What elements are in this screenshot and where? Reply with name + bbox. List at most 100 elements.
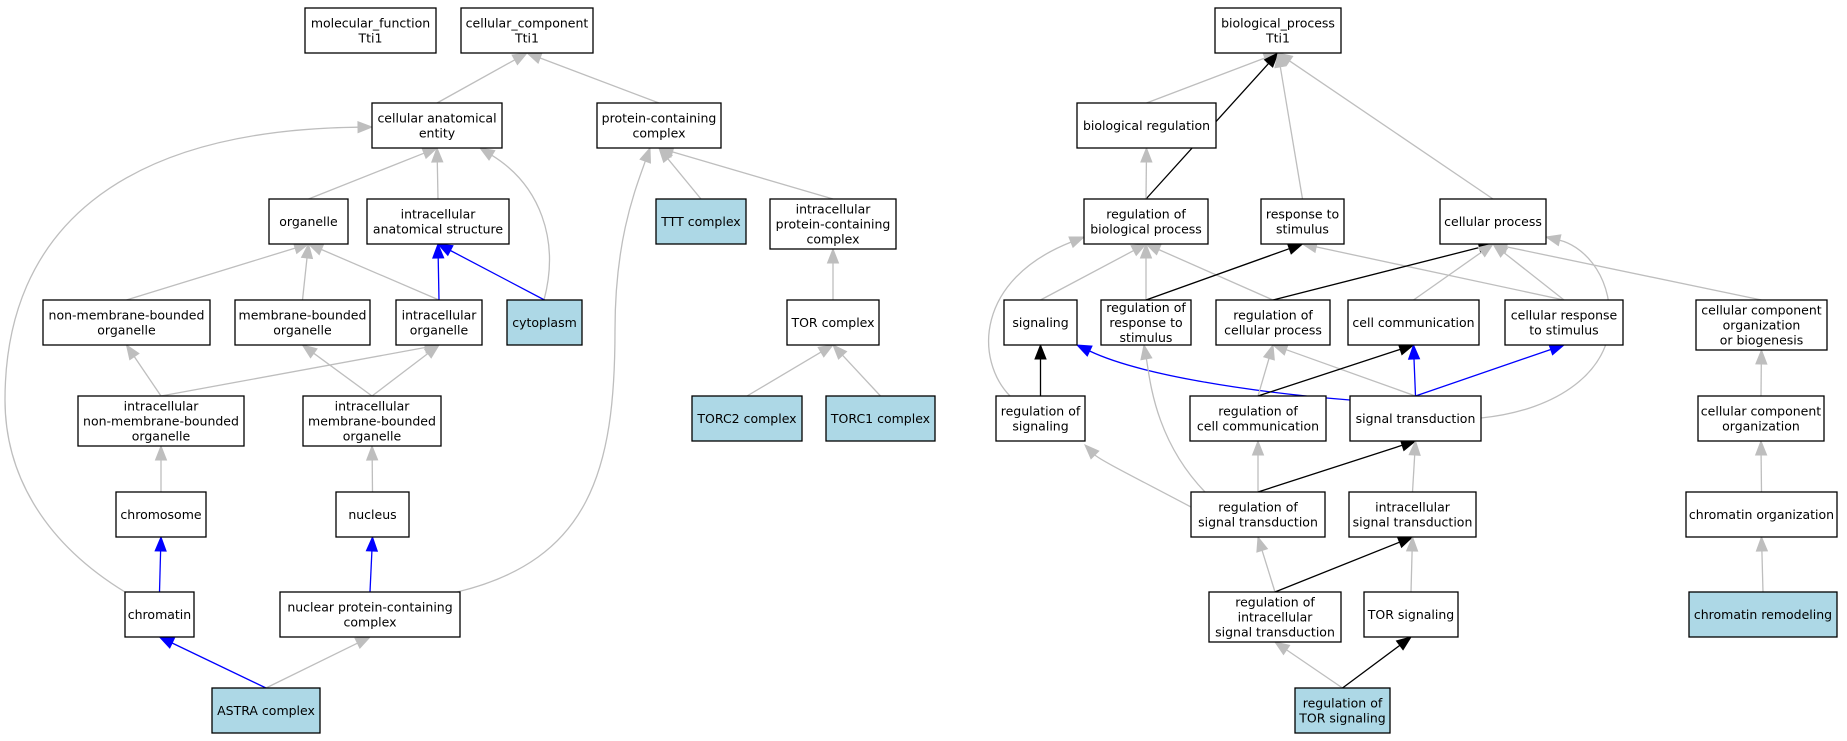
node-box bbox=[77, 395, 245, 447]
edge-arrowhead bbox=[365, 444, 379, 461]
edge-arrowhead bbox=[432, 242, 445, 259]
edge-intra_nonmem-to-nonmem_org bbox=[125, 343, 162, 397]
node-label-line: organelle bbox=[273, 323, 332, 338]
edge-astra-to-chromatin bbox=[158, 636, 267, 689]
node-box bbox=[1208, 591, 1342, 643]
edge-arrowhead bbox=[158, 636, 176, 649]
edge-sig_trans-to-cell_comm bbox=[1407, 343, 1421, 397]
node-box bbox=[1688, 591, 1838, 638]
node-label-line: response to bbox=[1109, 315, 1182, 330]
edge-cc_org-to-cc_org_bio bbox=[1755, 348, 1768, 397]
edge-line bbox=[436, 59, 516, 104]
node-box bbox=[304, 7, 437, 54]
node-label-line: nucleus bbox=[348, 507, 396, 522]
edge-arrowhead bbox=[1477, 243, 1495, 258]
edge-chrom_org-to-cc_org bbox=[1754, 439, 1768, 493]
node-label-line: intracellular bbox=[1375, 500, 1451, 515]
edge-line bbox=[313, 352, 373, 397]
node-box bbox=[1685, 491, 1838, 538]
node-label-line: signal transduction bbox=[1215, 625, 1335, 640]
node-bio-reg: biological regulation bbox=[1076, 102, 1217, 149]
edge-line bbox=[437, 257, 440, 301]
edge-reg_sig_trans-to-reg_sig bbox=[1084, 444, 1192, 508]
edge-chromatin-to-chromosome bbox=[154, 535, 167, 593]
edge-reg_intra_sig-to-intra_sig bbox=[1274, 536, 1414, 593]
edge-arrowhead bbox=[1286, 243, 1304, 255]
node-label-line: organization bbox=[1722, 419, 1800, 434]
edge-reg_tor-to-reg_intra_sig bbox=[1273, 641, 1343, 689]
node-label-line: regulation of bbox=[1106, 300, 1186, 315]
node-label-line: TORC1 complex bbox=[830, 411, 930, 426]
edge-reg_cell_proc-to-cell_proc bbox=[1272, 241, 1495, 301]
edge-layer bbox=[4, 51, 1769, 689]
node-label-line: regulation of bbox=[1235, 595, 1315, 610]
node-label-line: to stimulus bbox=[1529, 323, 1598, 338]
edge-arrowhead bbox=[1140, 343, 1153, 361]
edge-arrowhead bbox=[1548, 343, 1566, 356]
node-label-line: Tti1 bbox=[358, 31, 383, 46]
edge-line bbox=[1257, 444, 1403, 493]
node-chrom-remod: chromatin remodeling bbox=[1688, 591, 1838, 638]
node-box bbox=[460, 7, 594, 54]
edge-arrowhead bbox=[525, 52, 543, 64]
node-box bbox=[1439, 198, 1547, 245]
edge-nucleus-to-intra_mem bbox=[365, 444, 379, 493]
edge-line bbox=[456, 160, 646, 593]
edge-arrowhead bbox=[832, 343, 848, 360]
edge-arrowhead bbox=[125, 343, 140, 361]
edge-arrowhead bbox=[1034, 343, 1047, 360]
node-label-line: Tti1 bbox=[514, 31, 539, 46]
node-box bbox=[1215, 299, 1331, 346]
edge-chrom_remod-to-chrom_org bbox=[1755, 535, 1769, 593]
node-box bbox=[655, 198, 747, 245]
node-label-line: intracellular bbox=[124, 399, 200, 414]
node-label-line: TORC2 complex bbox=[696, 411, 796, 426]
node-box bbox=[1100, 299, 1192, 346]
edge-line bbox=[371, 352, 429, 397]
edge-line bbox=[171, 642, 267, 689]
node-box bbox=[1349, 395, 1482, 442]
edge-arrowhead bbox=[1408, 439, 1421, 456]
edge-arrowhead bbox=[357, 120, 374, 134]
node-label-line: regulation of bbox=[1106, 207, 1186, 222]
edge-line bbox=[1506, 246, 1762, 301]
edge-tor_complex-to-intra_prot bbox=[826, 247, 840, 300]
node-label-line: nuclear protein-containing bbox=[287, 600, 452, 615]
edge-torc2-to-tor_complex bbox=[746, 344, 835, 397]
edge-line bbox=[746, 351, 822, 397]
node-label-line: biological regulation bbox=[1083, 118, 1210, 133]
edge-line bbox=[987, 241, 1072, 397]
edge-line bbox=[491, 154, 551, 301]
edge-chromatin-to-cell_anat bbox=[4, 120, 374, 593]
node-label-line: signal transduction bbox=[1353, 515, 1473, 530]
edge-arrowhead bbox=[1755, 348, 1768, 365]
node-box bbox=[1260, 198, 1345, 245]
edge-line bbox=[1146, 57, 1266, 104]
node-torc2: TORC2 complex bbox=[691, 395, 803, 442]
node-box bbox=[1214, 7, 1342, 54]
node-box bbox=[1294, 687, 1391, 734]
edge-arrowhead bbox=[1139, 242, 1153, 259]
edge-sig_trans-to-reg_cell_proc bbox=[1271, 344, 1416, 397]
edge-arrowhead bbox=[1544, 234, 1562, 247]
edge-line bbox=[1761, 550, 1764, 593]
edge-line bbox=[1413, 358, 1417, 397]
node-label-line: intracellular bbox=[402, 308, 478, 323]
edge-line bbox=[1503, 252, 1565, 301]
node-label-line: response to bbox=[1266, 207, 1339, 222]
node-label-line: intracellular bbox=[401, 207, 477, 222]
node-label-line: cell communication bbox=[1197, 419, 1319, 434]
node-box bbox=[769, 198, 897, 250]
node-label-line: ASTRA complex bbox=[217, 703, 315, 718]
edge-line bbox=[4, 126, 359, 593]
edge-line bbox=[1342, 644, 1401, 689]
